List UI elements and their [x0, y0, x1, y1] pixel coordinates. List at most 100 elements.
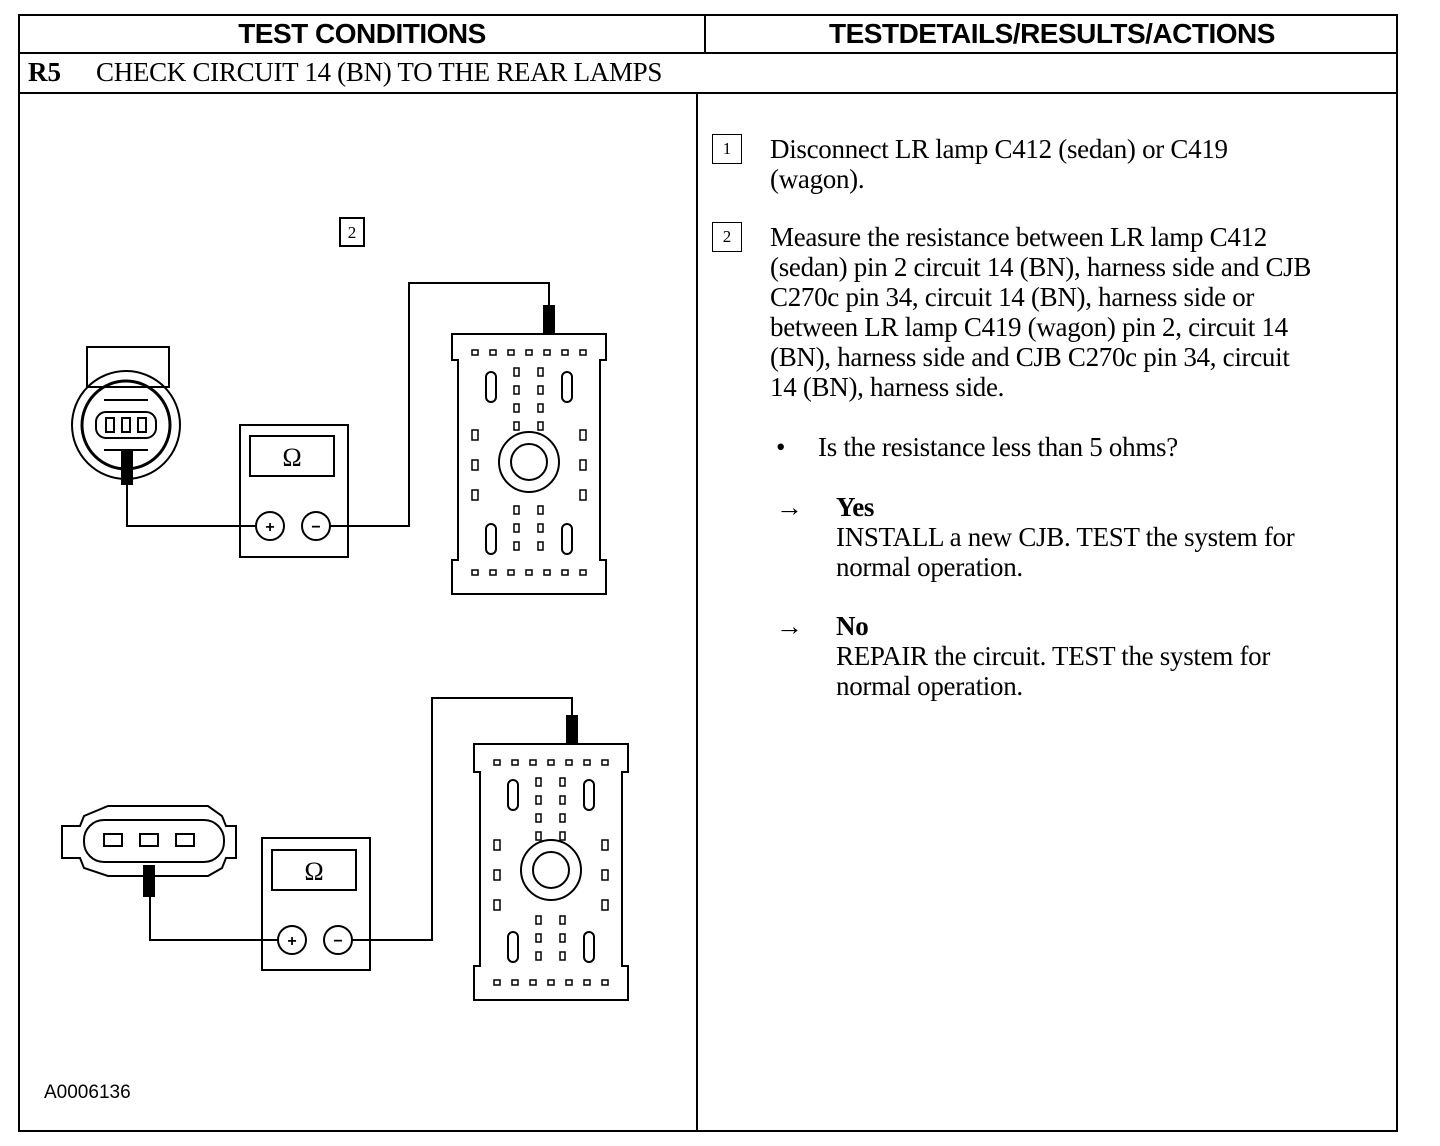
instruction-1-line: (wagon). — [770, 164, 865, 194]
instruction-2-line: (BN), harness side and CJB C270c pin 34,… — [770, 342, 1290, 372]
instruction-2-line: (sedan) pin 2 circuit 14 (BN), harness s… — [770, 252, 1312, 282]
cjb-pin — [537, 385, 544, 395]
cjb-pin — [493, 839, 501, 851]
plus-terminal-upper: + — [265, 519, 274, 536]
cjb-pin — [537, 541, 544, 551]
cjb-pin — [513, 505, 520, 515]
yes-label: Yes — [836, 492, 875, 522]
cjb-pin — [537, 505, 544, 515]
cjb-pin — [535, 831, 542, 841]
test-table: TEST CONDITIONS TESTDETAILS/RESULTS/ACTI… — [18, 14, 1398, 1132]
yes-arrow: → — [776, 492, 803, 522]
cjb-pin — [601, 899, 609, 911]
cjb-pin — [511, 979, 519, 986]
cjb-pin — [543, 349, 551, 356]
probe-cjb-upper — [543, 305, 555, 335]
lamp-connector-c412 — [71, 346, 181, 480]
ohm-symbol-lower: Ω — [304, 857, 323, 886]
no-action-line: REPAIR the circuit. TEST the system for — [836, 641, 1271, 671]
cjb-pin — [559, 933, 566, 943]
cjb-pin — [489, 569, 497, 576]
wire-meter-to-cjb-upper — [330, 282, 550, 527]
cjb-pin — [525, 569, 533, 576]
cjb-pin — [513, 541, 520, 551]
cjb-pin — [579, 349, 587, 356]
cjb-pin — [535, 951, 542, 961]
cjb-pin — [471, 429, 479, 441]
plus-terminal-lower: + — [287, 933, 296, 950]
instruction-number-2: 2 — [712, 222, 742, 252]
no-arrow: → — [776, 611, 803, 641]
cjb-pin — [493, 759, 501, 766]
yes-outcome: Yes INSTALL a new CJB. TEST the system f… — [836, 492, 1295, 582]
cjb-pin — [547, 979, 555, 986]
cjb-pin — [579, 489, 587, 501]
minus-terminal-lower: − — [333, 933, 342, 950]
cjb-pin — [543, 569, 551, 576]
lamp-connector-c419 — [61, 805, 237, 877]
cjb-pin — [493, 899, 501, 911]
table-header-row: TEST CONDITIONS TESTDETAILS/RESULTS/ACTI… — [20, 16, 1396, 54]
cjb-pin — [493, 979, 501, 986]
cjb-pin — [471, 349, 479, 356]
cjb-pin — [537, 421, 544, 431]
cjb-pin — [529, 979, 537, 986]
cjb-pin — [559, 951, 566, 961]
instruction-2-line: 14 (BN), harness side. — [770, 372, 1005, 402]
cjb-pin — [471, 489, 479, 501]
cjb-pin — [513, 367, 520, 377]
cjb-pin — [601, 839, 609, 851]
cjb-pin — [535, 777, 542, 787]
yes-action-line: INSTALL a new CJB. TEST the system for — [836, 522, 1295, 552]
step-title: CHECK CIRCUIT 14 (BN) TO THE REAR LAMPS — [96, 56, 663, 87]
no-outcome: No REPAIR the circuit. TEST the system f… — [836, 611, 1270, 701]
cjb-connector-lower — [473, 743, 629, 1001]
instruction-1-line: Disconnect LR lamp C412 (sedan) or C419 — [770, 134, 1228, 164]
header-test-conditions: TEST CONDITIONS — [20, 16, 706, 52]
cjb-pin — [583, 759, 591, 766]
cjb-pin — [601, 979, 609, 986]
cjb-pin — [537, 367, 544, 377]
cjb-pin — [535, 915, 542, 925]
cjb-pin — [559, 777, 566, 787]
probe-cjb-lower — [566, 715, 578, 745]
cjb-pin — [529, 759, 537, 766]
cjb-pin — [561, 569, 569, 576]
cjb-pin — [579, 459, 587, 471]
instruction-2-line: C270c pin 34, circuit 14 (BN), harness s… — [770, 282, 1255, 312]
step-id: R5 — [28, 56, 61, 87]
cjb-pin — [537, 523, 544, 533]
question-text: Is the resistance less than 5 ohms? — [818, 432, 1178, 462]
wire-lamp-to-meter-lower — [149, 896, 278, 941]
cjb-pin — [559, 813, 566, 823]
callout-number: 2 — [348, 223, 357, 242]
cjb-pin — [601, 759, 609, 766]
minus-terminal-upper: − — [311, 519, 320, 536]
instruction-2-line: between LR lamp C419 (wagon) pin 2, circ… — [770, 312, 1288, 342]
cjb-pin — [565, 759, 573, 766]
cjb-pin — [525, 349, 533, 356]
cjb-pin — [507, 569, 515, 576]
cjb-pin — [513, 523, 520, 533]
figure-id: A0006136 — [44, 1082, 131, 1103]
instruction-2-line: Measure the resistance between LR lamp C… — [770, 222, 1267, 252]
column-divider — [696, 94, 698, 1132]
callout-box — [339, 217, 365, 247]
cjb-pin — [565, 979, 573, 986]
probe-lamp-lower — [143, 865, 155, 897]
ohm-symbol-upper: Ω — [282, 443, 301, 472]
cjb-pin — [493, 869, 501, 881]
question-bullet: • — [776, 432, 786, 462]
cjb-pin — [537, 403, 544, 413]
cjb-connector-upper — [451, 333, 607, 595]
cjb-pin — [561, 349, 569, 356]
cjb-pin — [513, 385, 520, 395]
wiring-diagram: 2 Ω + − Ω + − — [61, 217, 629, 1001]
cjb-pin — [513, 403, 520, 413]
instruction-2-text: Measure the resistance between LR lamp C… — [770, 222, 1311, 402]
cjb-pin — [559, 831, 566, 841]
cjb-pin — [535, 795, 542, 805]
cjb-pin — [547, 759, 555, 766]
header-test-details: TESTDETAILS/RESULTS/ACTIONS — [829, 18, 1275, 49]
step-title-row: R5 CHECK CIRCUIT 14 (BN) TO THE REAR LAM… — [20, 52, 1396, 94]
